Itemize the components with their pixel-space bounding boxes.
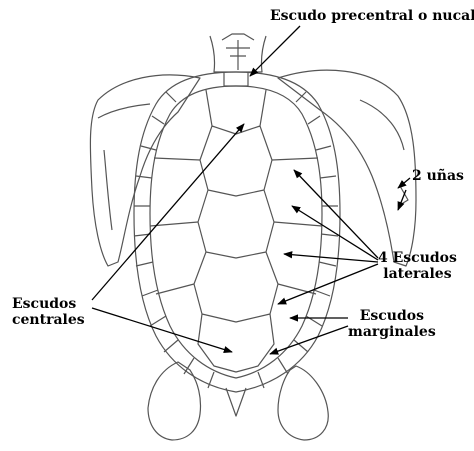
nuchal-scute bbox=[224, 72, 248, 86]
left-front-flipper bbox=[90, 75, 200, 266]
arrow-lateral-2 bbox=[292, 206, 378, 260]
label-centrales-line-2: centrales bbox=[12, 312, 85, 328]
arrow-unas-1 bbox=[398, 178, 410, 188]
label-unas: 2 uñas bbox=[412, 168, 464, 184]
label-escudo-nucal: Escudo precentral o nucal bbox=[270, 8, 474, 24]
label-escudos-laterales: 4 Escudos laterales bbox=[378, 250, 457, 282]
lateral-scutes-right bbox=[272, 158, 322, 294]
head-scales bbox=[222, 34, 254, 70]
carapace-outline bbox=[134, 72, 340, 392]
marginal-scutes-left bbox=[134, 92, 214, 388]
left-rear-flipper bbox=[148, 362, 201, 440]
right-flipper-claw-line bbox=[360, 100, 408, 206]
label-laterales-line-2: laterales bbox=[378, 266, 457, 282]
label-centrales-line-1: Escudos bbox=[12, 296, 85, 312]
arrow-central-1 bbox=[92, 124, 244, 300]
label-laterales-line-1: 4 Escudos bbox=[378, 250, 457, 266]
label-marginales-line-1: Escudos bbox=[348, 308, 436, 324]
arrow-unas-2 bbox=[398, 190, 406, 210]
label-escudos-marginales: Escudos marginales bbox=[348, 308, 436, 340]
arrow-lateral-4 bbox=[278, 264, 378, 304]
arrow-lateral-1 bbox=[294, 170, 378, 258]
lateral-scutes-left bbox=[150, 158, 200, 294]
right-rear-flipper bbox=[278, 366, 328, 440]
arrow-nucal bbox=[250, 26, 300, 76]
label-marginales-line-2: marginales bbox=[348, 324, 436, 340]
label-escudos-centrales: Escudos centrales bbox=[12, 296, 85, 328]
left-flipper-claw-line bbox=[98, 104, 150, 230]
arrow-lateral-3 bbox=[284, 254, 378, 262]
